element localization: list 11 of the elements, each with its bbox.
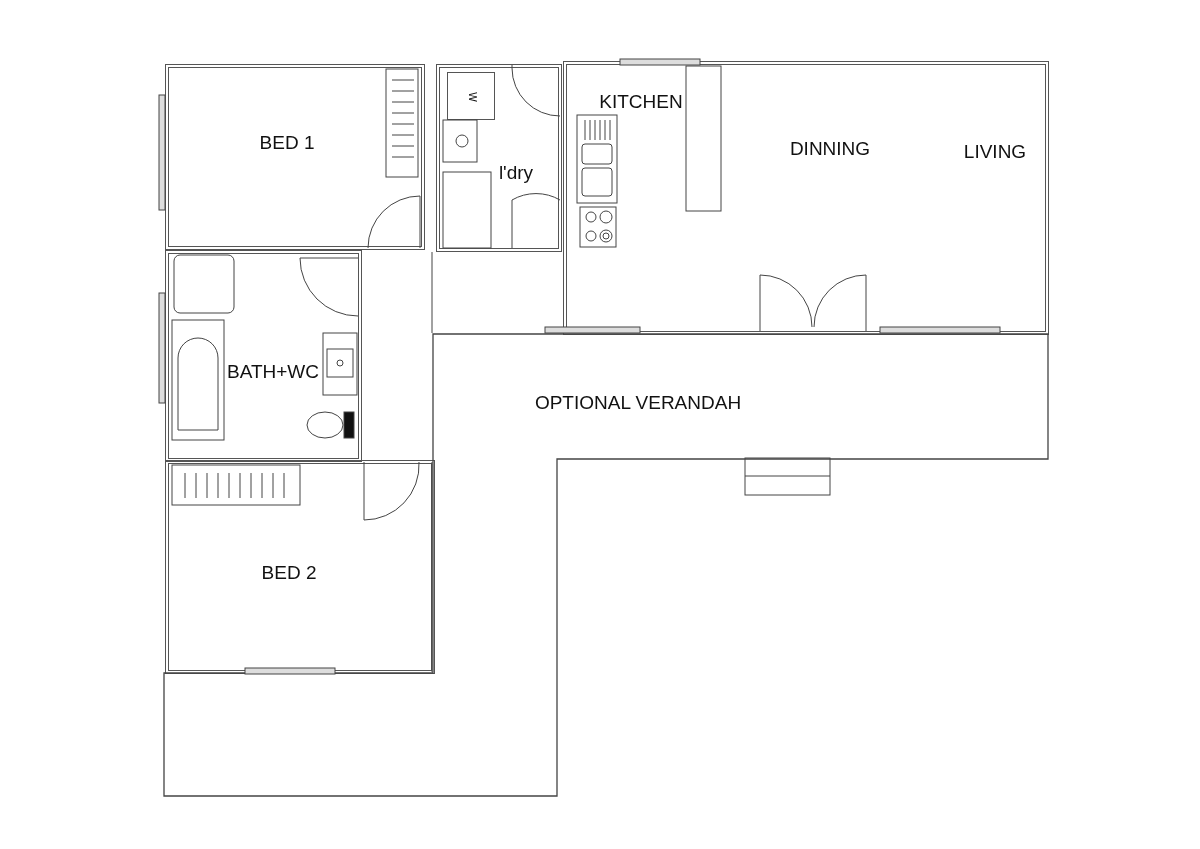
washer-box bbox=[447, 72, 495, 120]
room-label: BED 2 bbox=[261, 562, 317, 582]
room-label: LIVING bbox=[963, 141, 1027, 161]
room-label: BED 1 bbox=[259, 132, 315, 152]
room-label: KITCHEN bbox=[599, 91, 683, 111]
room-label: DINNING bbox=[789, 138, 871, 158]
room-label: l'dry bbox=[498, 162, 534, 182]
appliance-label: W bbox=[467, 92, 477, 102]
room-label: OPTIONAL VERANDAH bbox=[534, 392, 742, 412]
room-label: BATH+WC bbox=[227, 361, 319, 381]
laundry-outline bbox=[436, 64, 562, 252]
